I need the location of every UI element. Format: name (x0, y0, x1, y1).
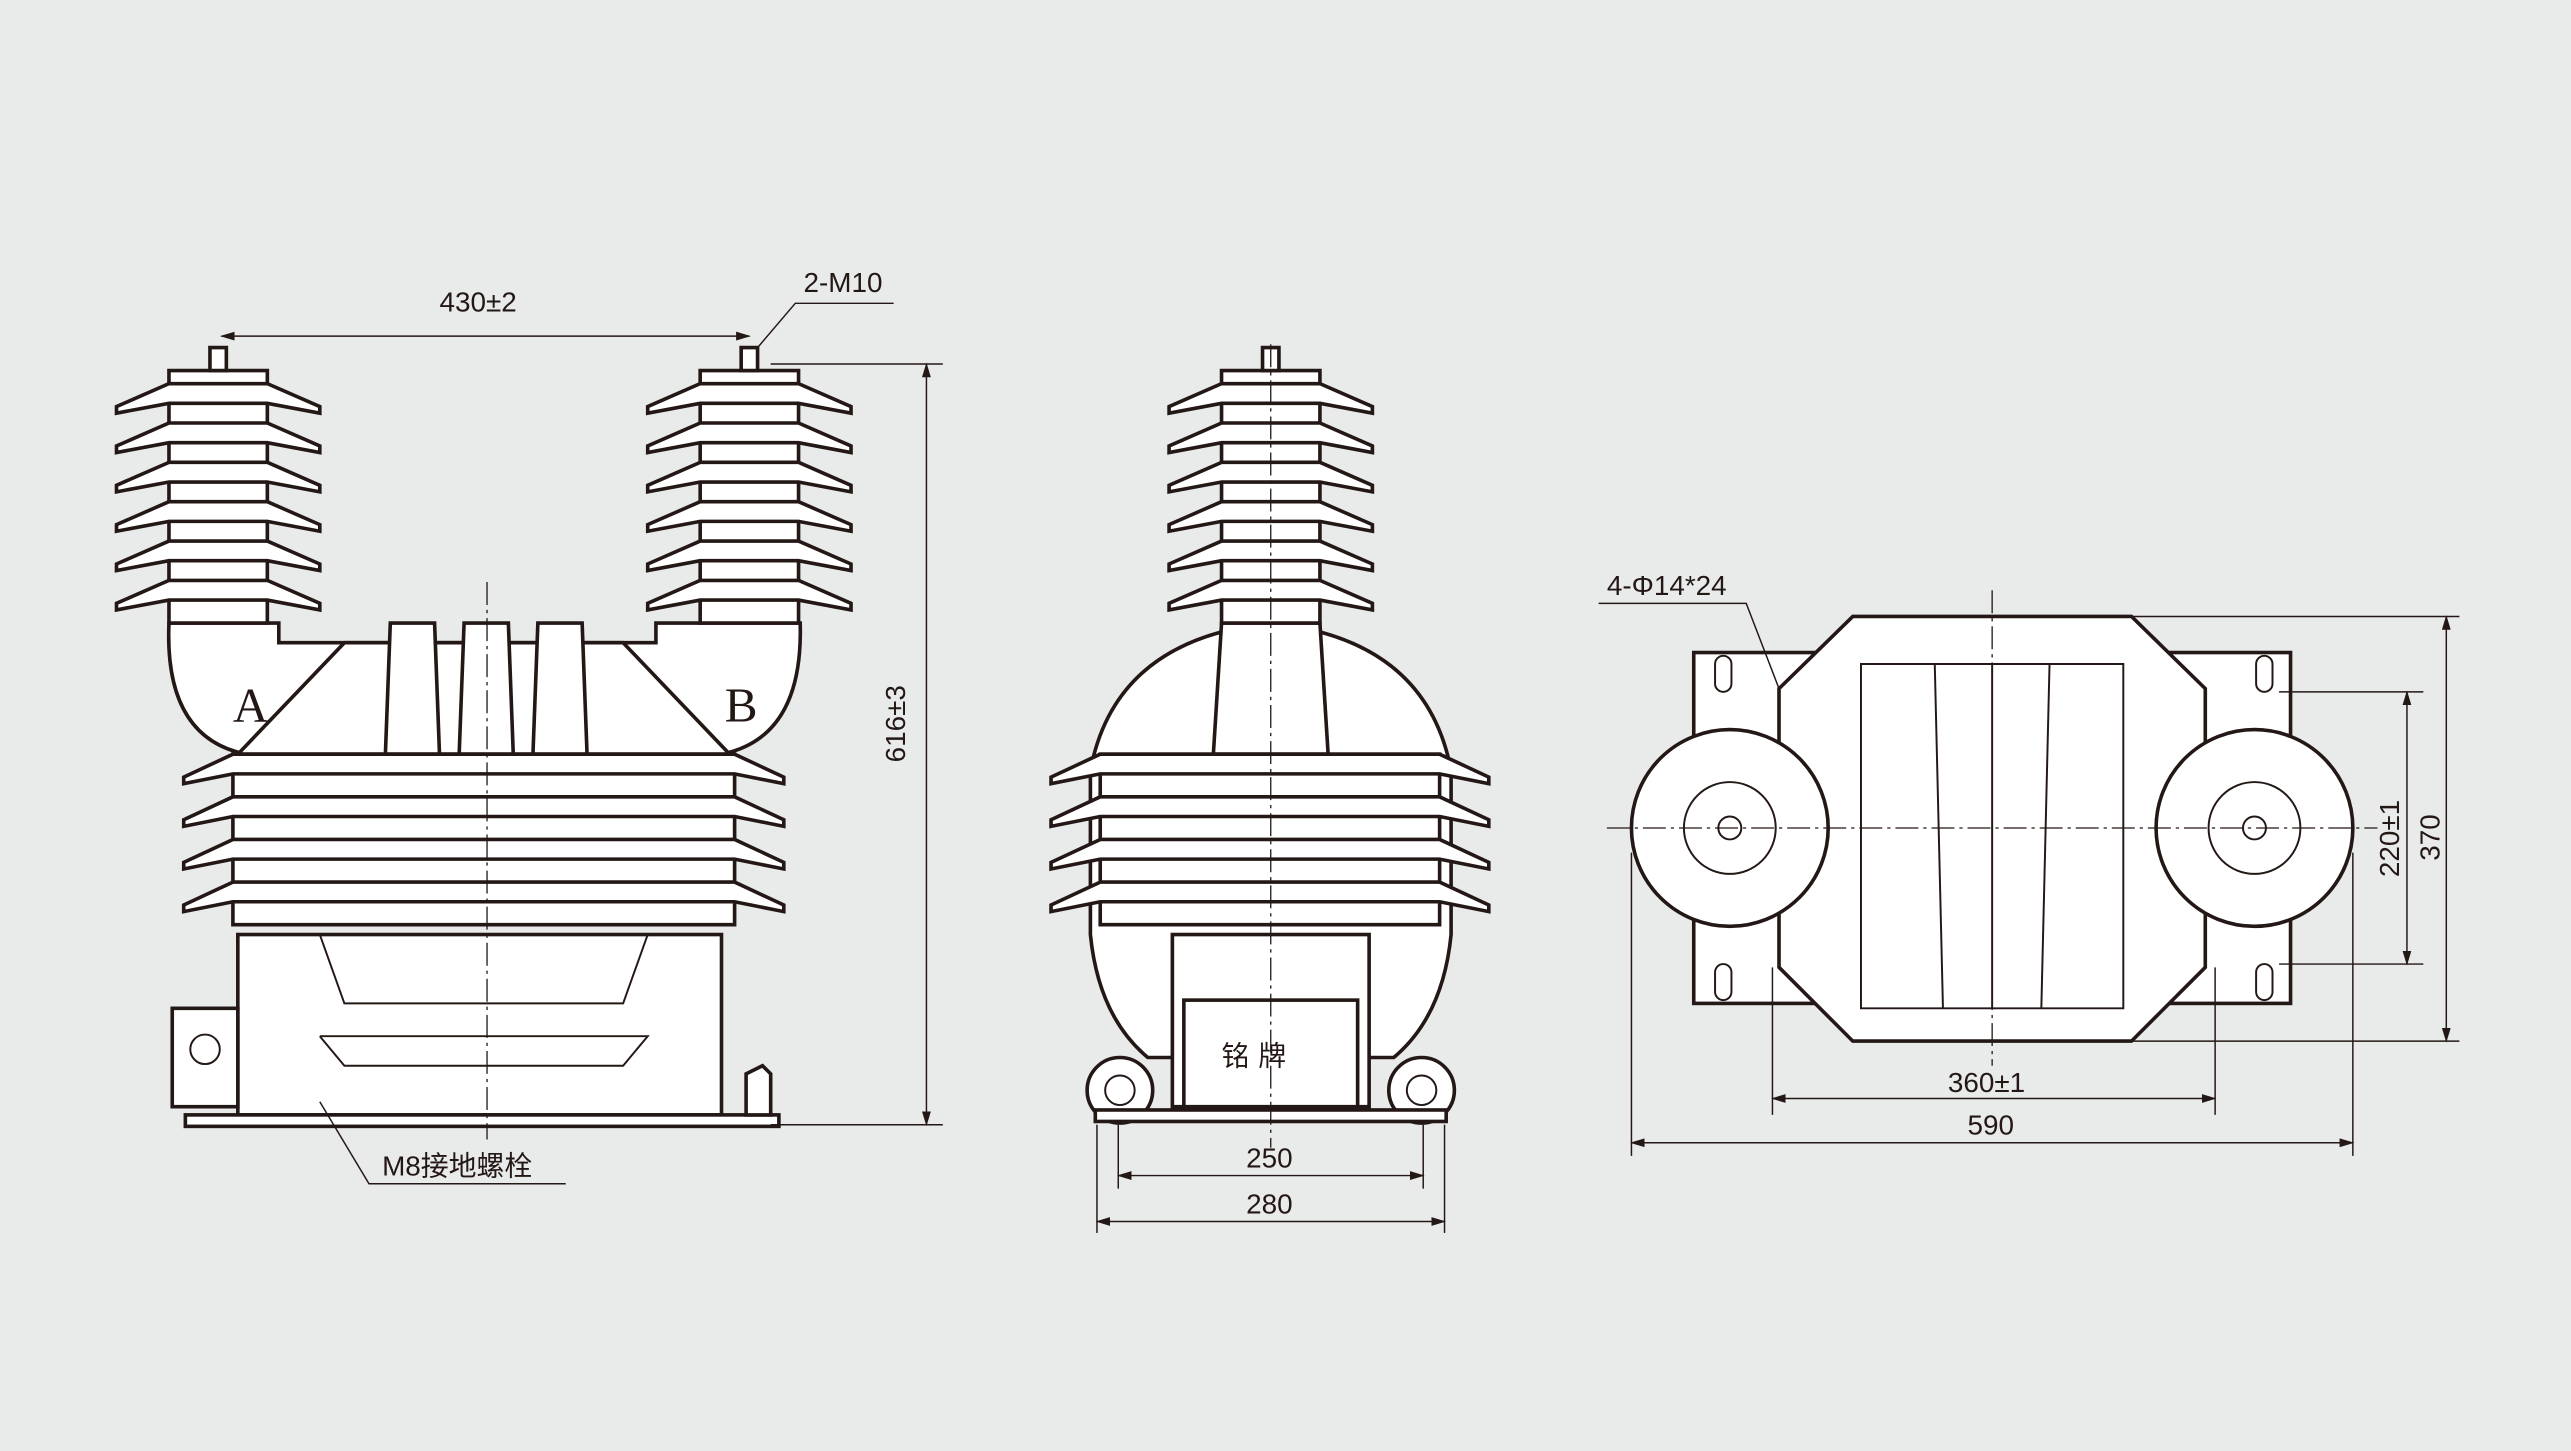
shed (114, 499, 322, 534)
top-view: 4-Φ14*24 360±1 590 220±1 370 (1598, 570, 2460, 1156)
dim-hole-spacing-v: 220±1 (2374, 800, 2405, 877)
ground-terminal (170, 1006, 240, 1109)
side-view: 铭 牌 250 280 (1049, 344, 1491, 1233)
slot-hole-icon (1714, 654, 1733, 693)
side-sheds (1049, 752, 1491, 927)
shed (645, 499, 853, 534)
shed (114, 578, 322, 613)
dim-inner-width: 250 (1246, 1142, 1292, 1173)
front-view: A B 430±2 2-M10 616±3 M8接地螺栓 (114, 267, 943, 1185)
shed (1049, 752, 1491, 786)
nameplate-label: 铭 牌 (1222, 1040, 1287, 1073)
front-sheds (181, 752, 786, 927)
dim-hole-spacing-h: 360±1 (1948, 1067, 2025, 1098)
shed (645, 578, 853, 613)
mount-hole-left-icon (1104, 1074, 1136, 1107)
shed (114, 421, 322, 455)
slot-hole-icon (2255, 654, 2274, 693)
dim-depth: 370 (2415, 814, 2446, 860)
terminal-a-label: A (233, 677, 269, 732)
ground-terminal-hole-icon (189, 1033, 221, 1066)
shed (1049, 837, 1491, 872)
shed (181, 752, 786, 786)
shed (1167, 578, 1375, 613)
shed (114, 381, 322, 416)
mount-hole-right-icon (1405, 1074, 1438, 1107)
slot-hole-icon (1714, 963, 1733, 1002)
terminal-b-label: B (725, 677, 758, 732)
shed (208, 345, 229, 373)
shed (1049, 795, 1491, 829)
insulator-a (114, 345, 322, 625)
slot-hole-icon (2255, 963, 2274, 1002)
shed (1049, 880, 1491, 914)
shed (181, 837, 786, 872)
insulator-b (645, 345, 853, 625)
terminal-callout: 2-M10 (803, 267, 882, 298)
slot-holes (1714, 654, 2274, 1002)
dim-outer-width: 280 (1246, 1188, 1292, 1219)
mounting-holes-callout: 4-Φ14*24 (1607, 570, 1727, 601)
shed (114, 460, 322, 495)
shed (739, 345, 760, 373)
shed (645, 539, 853, 573)
shed (114, 539, 322, 573)
front-base (236, 932, 724, 1117)
dim-width: 590 (1968, 1110, 2014, 1141)
dim-height: 616±3 (880, 685, 911, 762)
front-humps (383, 621, 589, 756)
dim-terminal-spacing: 430±2 (439, 287, 516, 318)
shed (645, 460, 853, 495)
shed (1167, 460, 1375, 495)
shed (645, 381, 853, 416)
shed (645, 421, 853, 455)
ground-bolt-callout: M8接地螺栓 (382, 1151, 532, 1182)
shed (181, 880, 786, 914)
shed (181, 795, 786, 829)
front-base-plate (183, 1113, 781, 1129)
